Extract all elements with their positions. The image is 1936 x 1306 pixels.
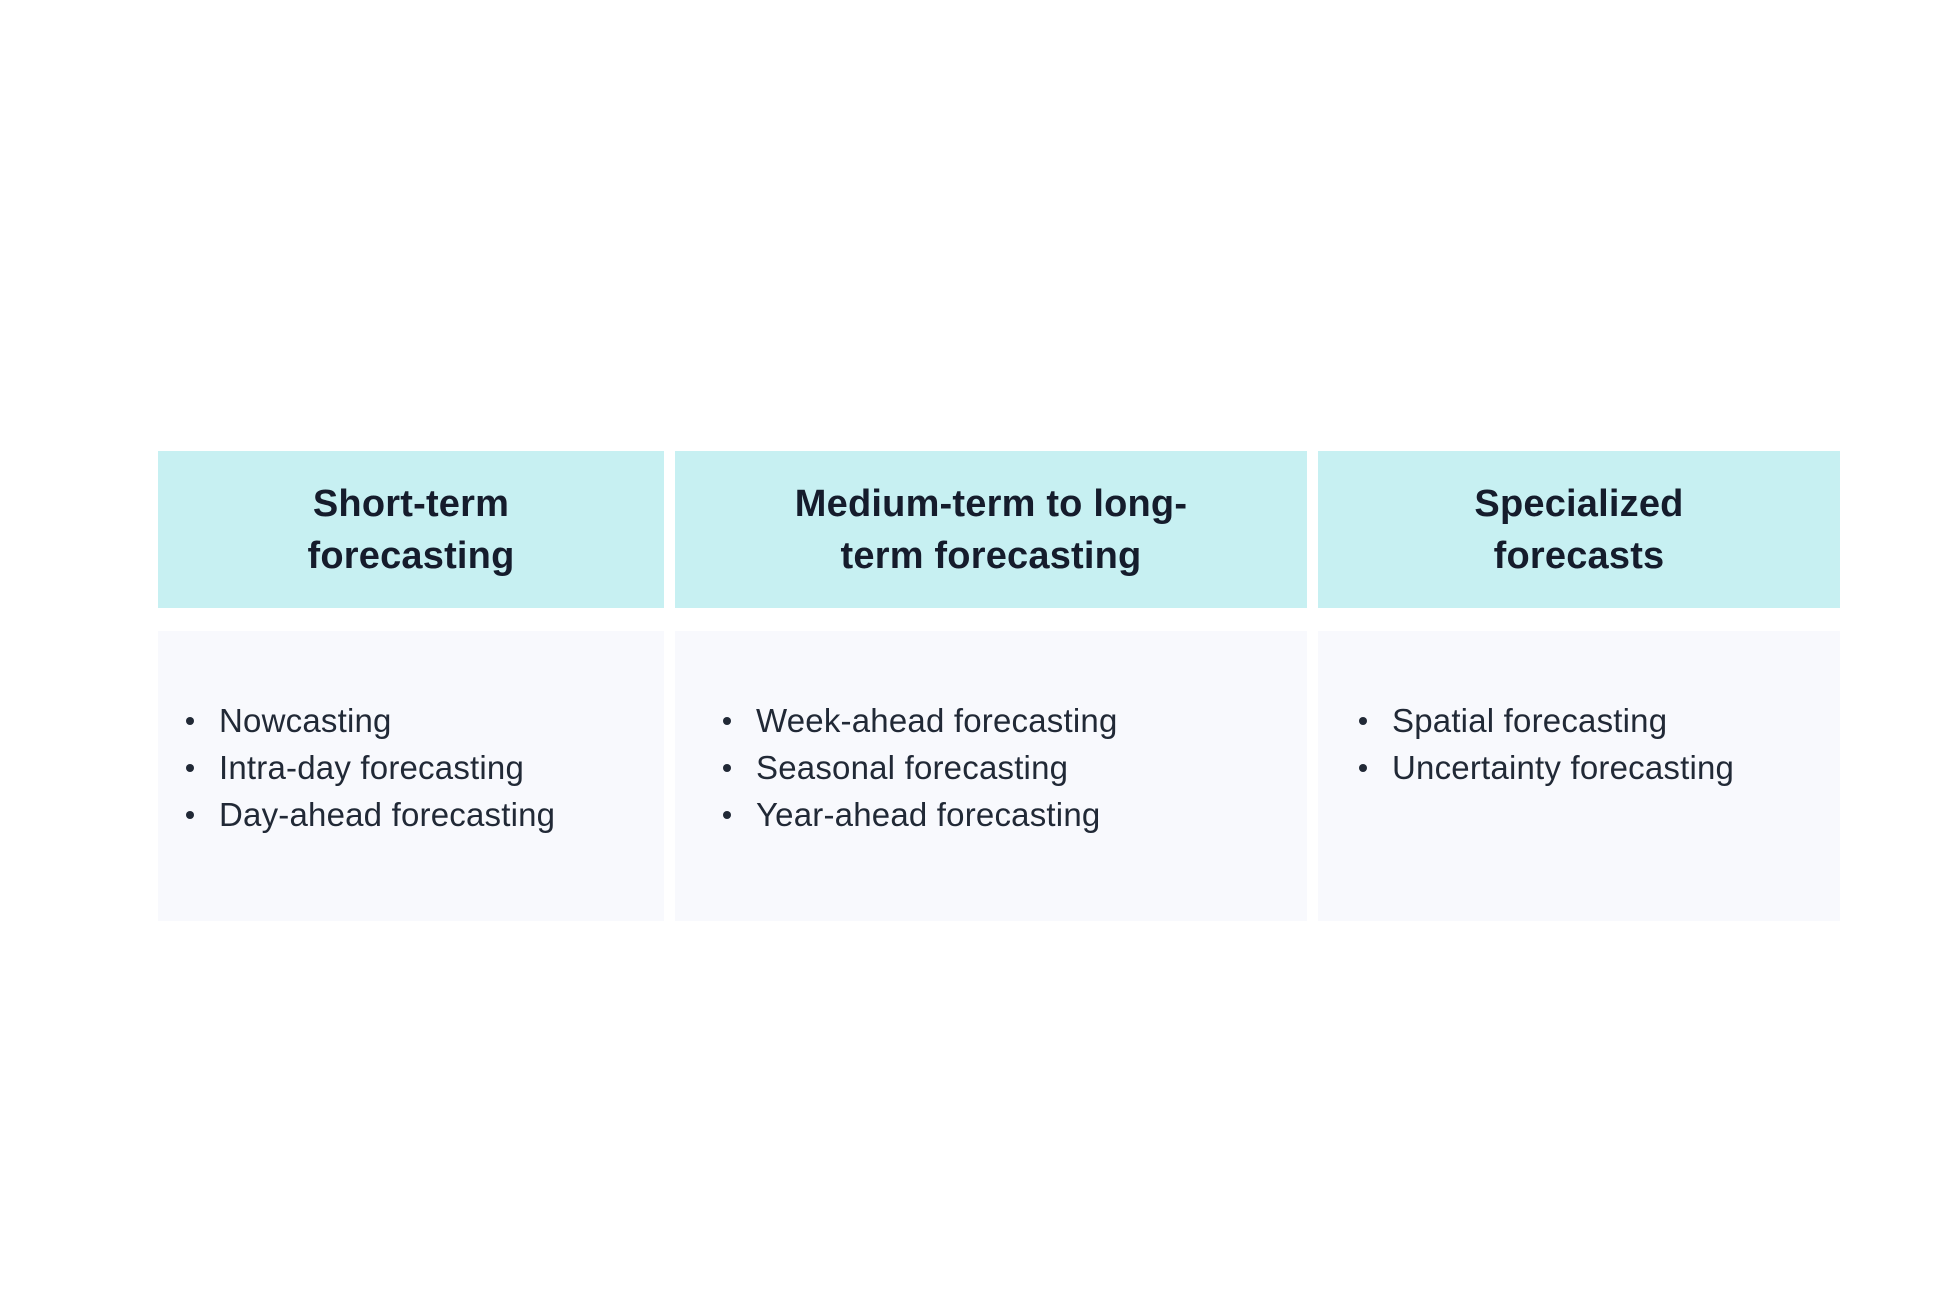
- list-item-label: Intra-day forecasting: [219, 749, 525, 786]
- column-specialized: Specialized forecasts Spatial forecastin…: [1318, 451, 1840, 921]
- column-header-medium-long-term: Medium-term to long- term forecasting: [675, 451, 1307, 608]
- list-item: Seasonal forecasting: [723, 744, 1307, 791]
- forecast-list: Nowcasting Intra-day forecasting Day-ahe…: [158, 697, 664, 838]
- column-title: Medium-term to long- term forecasting: [794, 482, 1188, 577]
- list-item: Intra-day forecasting: [186, 744, 664, 791]
- bullet-icon: [186, 716, 194, 725]
- list-item: Uncertainty forecasting: [1359, 744, 1840, 791]
- column-short-term: Short-term forecasting Nowcasting Intra-…: [158, 451, 664, 921]
- column-body-medium-long-term: Week-ahead forecasting Seasonal forecast…: [675, 631, 1307, 921]
- bullet-icon: [723, 716, 731, 725]
- column-title: Short-term forecasting: [307, 482, 515, 577]
- list-item-label: Nowcasting: [219, 702, 392, 739]
- list-item-label: Day-ahead forecasting: [219, 796, 556, 833]
- list-item-label: Week-ahead forecasting: [756, 702, 1118, 739]
- forecast-types-table: Short-term forecasting Nowcasting Intra-…: [158, 451, 1840, 921]
- column-medium-long-term: Medium-term to long- term forecasting We…: [675, 451, 1307, 921]
- list-item-label: Seasonal forecasting: [756, 749, 1069, 786]
- bullet-icon: [186, 763, 194, 772]
- list-item: Year-ahead forecasting: [723, 791, 1307, 838]
- bullet-icon: [1359, 716, 1367, 725]
- forecast-list: Week-ahead forecasting Seasonal forecast…: [675, 697, 1307, 838]
- column-body-specialized: Spatial forecasting Uncertainty forecast…: [1318, 631, 1840, 921]
- list-item: Week-ahead forecasting: [723, 697, 1307, 744]
- forecast-list: Spatial forecasting Uncertainty forecast…: [1318, 697, 1840, 791]
- column-header-specialized: Specialized forecasts: [1318, 451, 1840, 608]
- column-title: Specialized forecasts: [1474, 482, 1684, 577]
- list-item-label: Year-ahead forecasting: [756, 796, 1101, 833]
- list-item: Spatial forecasting: [1359, 697, 1840, 744]
- bullet-icon: [723, 763, 731, 772]
- list-item-label: Uncertainty forecasting: [1392, 749, 1735, 786]
- list-item: Day-ahead forecasting: [186, 791, 664, 838]
- bullet-icon: [1359, 763, 1367, 772]
- bullet-icon: [723, 810, 731, 819]
- column-body-short-term: Nowcasting Intra-day forecasting Day-ahe…: [158, 631, 664, 921]
- list-item-label: Spatial forecasting: [1392, 702, 1668, 739]
- bullet-icon: [186, 810, 194, 819]
- column-header-short-term: Short-term forecasting: [158, 451, 664, 608]
- list-item: Nowcasting: [186, 697, 664, 744]
